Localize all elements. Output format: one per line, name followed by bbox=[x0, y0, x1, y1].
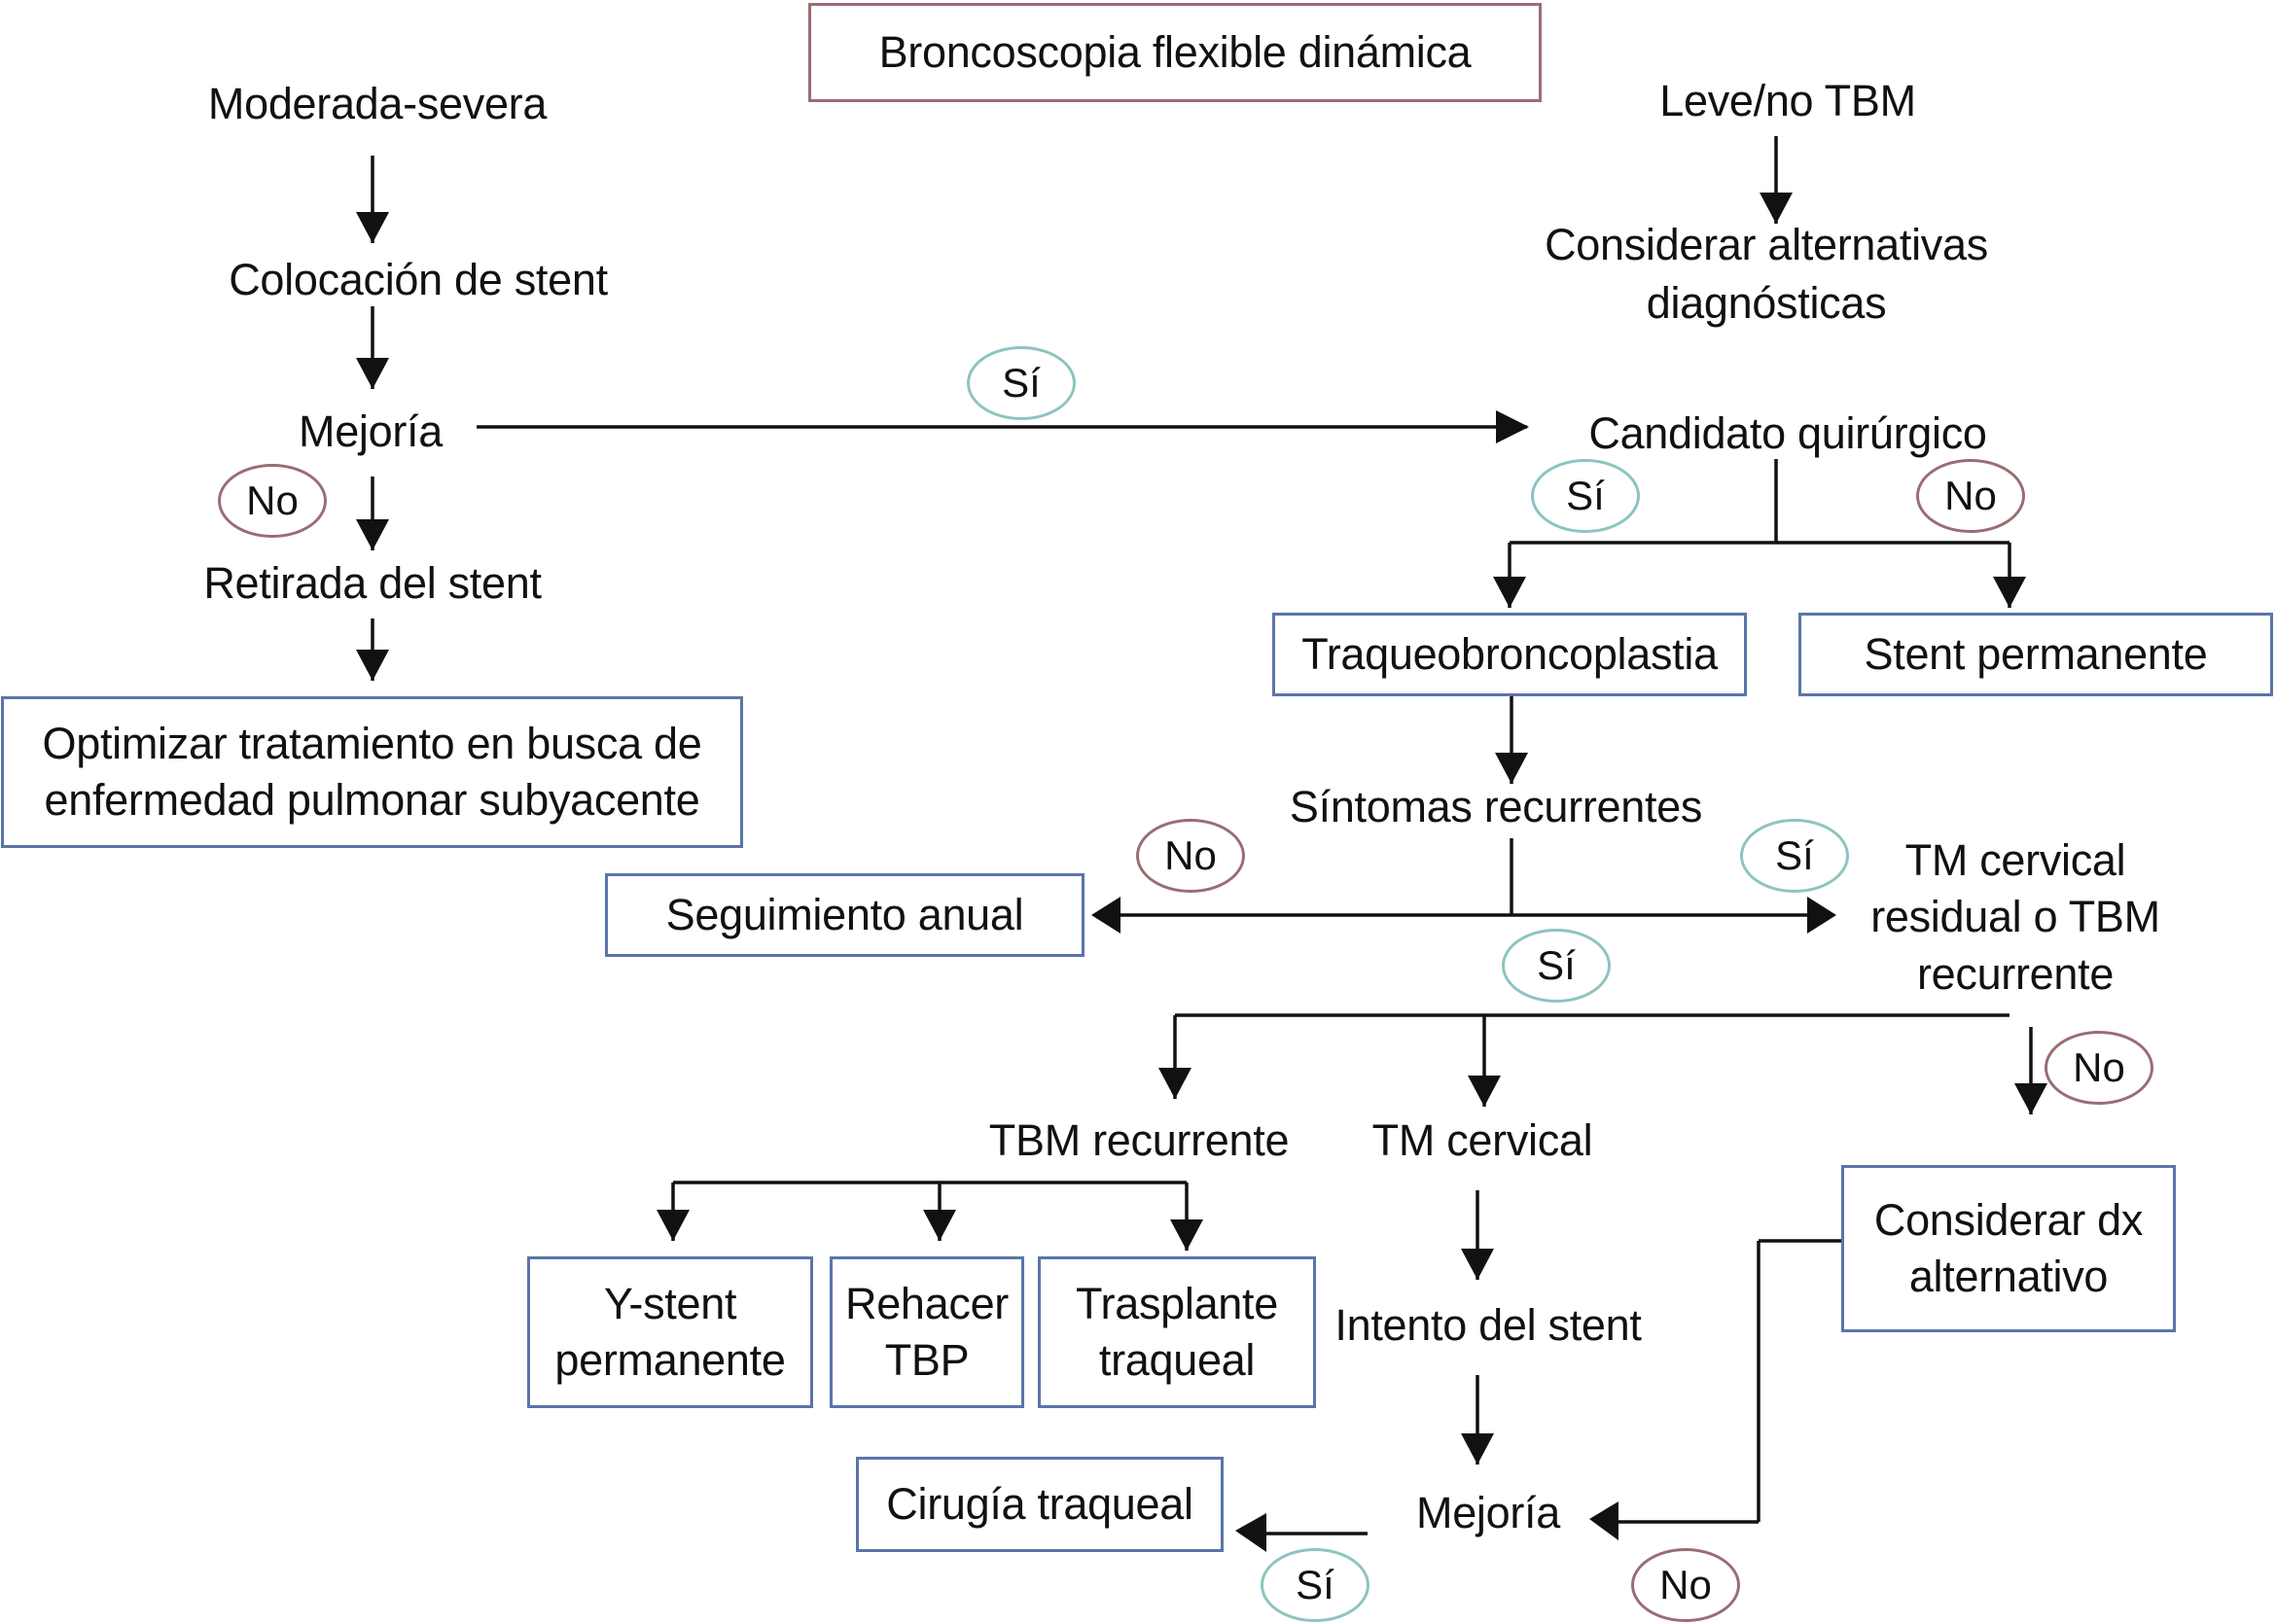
yes-badge-mejoria-to-candidato: Sí bbox=[967, 346, 1076, 420]
arrowhead bbox=[2014, 1083, 2047, 1114]
box-trasplante-traqueal: Trasplante traqueal bbox=[1038, 1256, 1316, 1408]
node-intento-del-stent: Intento del stent bbox=[1334, 1300, 1642, 1350]
node-colocacion-stent: Colocación de stent bbox=[229, 255, 608, 304]
node-mejoria-left: Mejoría bbox=[299, 406, 443, 456]
box-stent-permanente: Stent permanente bbox=[1798, 613, 2273, 696]
arrowhead bbox=[1589, 1501, 1618, 1540]
optimizar-line2: enfermedad pulmonar subyacente bbox=[44, 775, 700, 825]
yes-badge-sintomas-right: Sí bbox=[1740, 819, 1849, 893]
box-optimizar-tratamiento: Optimizar tratamiento en busca de enferm… bbox=[1, 696, 743, 848]
arrowhead bbox=[1461, 1433, 1494, 1465]
box-cirugia-traqueal: Cirugía traqueal bbox=[856, 1457, 1224, 1552]
arrowhead bbox=[1235, 1513, 1266, 1552]
arrowhead bbox=[356, 358, 389, 389]
node-considerar-alternativas-line2: diagnósticas bbox=[1646, 278, 1887, 328]
arrowhead bbox=[1993, 577, 2026, 608]
node-tbm-recurrente: TBM recurrente bbox=[988, 1115, 1290, 1165]
optimizar-line1: Optimizar tratamiento en busca de bbox=[42, 719, 702, 768]
arrowhead bbox=[1468, 1076, 1501, 1107]
arrowhead bbox=[1493, 577, 1526, 608]
node-sintomas-recurrentes: Síntomas recurrentes bbox=[1289, 782, 1703, 831]
node-mejoria-bottom: Mejoría bbox=[1416, 1488, 1560, 1537]
box-y-stent-permanente: Y-stent permanente bbox=[527, 1256, 813, 1408]
no-badge-mejoria-bottom: No bbox=[1631, 1548, 1740, 1622]
arrowhead bbox=[1461, 1249, 1494, 1280]
arrowhead bbox=[1807, 897, 1836, 934]
no-badge-candidato: No bbox=[1916, 459, 2025, 533]
box-traqueobroncoplastia: Traqueobroncoplastia bbox=[1272, 613, 1747, 696]
arrowhead bbox=[356, 212, 389, 243]
node-tm-cervical: TM cervical bbox=[1371, 1115, 1593, 1165]
node-leve-no-tbm: Leve/no TBM bbox=[1659, 76, 1916, 125]
arrowhead bbox=[1158, 1068, 1191, 1099]
arrowhead bbox=[1496, 410, 1529, 443]
title-text: Broncoscopia flexible dinámica bbox=[878, 27, 1472, 77]
no-badge-mejoria-left: No bbox=[218, 464, 327, 538]
box-considerar-dx-alternativo: Considerar dx alternativo bbox=[1841, 1165, 2176, 1332]
no-badge-sintomas: No bbox=[1136, 819, 1245, 893]
arrowhead bbox=[356, 650, 389, 681]
node-tm-cervical-residual-line1: TM cervical bbox=[1904, 835, 2126, 885]
arrowhead bbox=[1760, 193, 1793, 224]
box-seguimiento-anual: Seguimiento anual bbox=[605, 873, 1085, 957]
node-considerar-alternativas-line1: Considerar alternativas bbox=[1545, 220, 1988, 269]
box-rehacer-tbp: Rehacer TBP bbox=[830, 1256, 1024, 1408]
node-retirada-stent: Retirada del stent bbox=[203, 558, 542, 608]
title-box: Broncoscopia flexible dinámica bbox=[808, 3, 1542, 102]
yes-badge-mejoria-bottom: Sí bbox=[1261, 1548, 1369, 1622]
node-tm-cervical-residual-line2: residual o TBM bbox=[1870, 892, 2160, 941]
node-candidato-quirurgico: Candidato quirúrgico bbox=[1588, 408, 1987, 458]
node-tm-cervical-residual-line3: recurrente bbox=[1916, 949, 2115, 999]
arrowhead bbox=[1495, 753, 1528, 784]
no-badge-tm-residual: No bbox=[2045, 1031, 2153, 1105]
arrowhead bbox=[657, 1210, 690, 1241]
node-moderada-severa: Moderada-severa bbox=[207, 79, 548, 128]
arrowhead bbox=[1170, 1219, 1203, 1251]
arrowhead bbox=[923, 1210, 956, 1241]
arrowhead bbox=[356, 519, 389, 550]
yes-badge-sintomas-down: Sí bbox=[1502, 929, 1611, 1003]
yes-badge-candidato: Sí bbox=[1531, 459, 1640, 533]
arrowhead bbox=[1091, 897, 1120, 934]
